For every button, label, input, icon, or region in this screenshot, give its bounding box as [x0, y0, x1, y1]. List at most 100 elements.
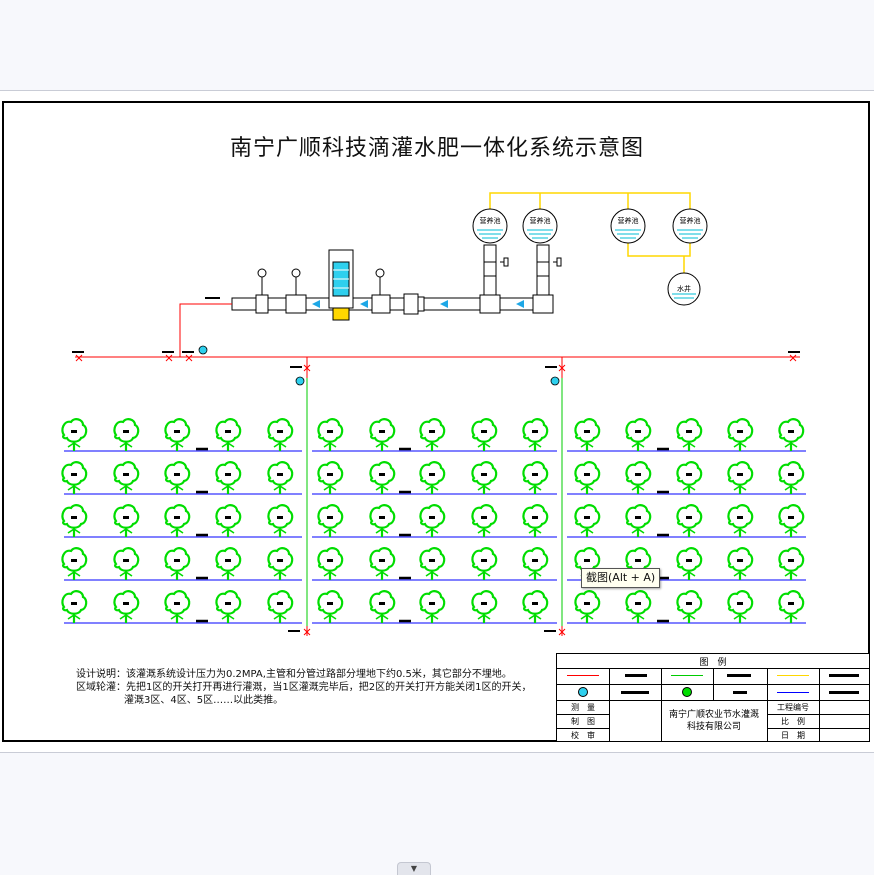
rotation-note-label: 区域轮灌： — [76, 682, 126, 693]
air-valves — [198, 345, 560, 386]
well-label: 水井 — [677, 284, 691, 293]
tree-icon — [676, 590, 703, 623]
tree-icon — [61, 590, 88, 623]
tree-icon — [574, 461, 601, 494]
tree-icon — [369, 418, 396, 451]
tree-rows — [61, 418, 805, 623]
tree-icon — [419, 504, 446, 537]
scroll-down-button[interactable]: ▼ — [397, 862, 431, 875]
tree-icon — [419, 461, 446, 494]
tank-label-1: 营养池 — [480, 216, 501, 225]
company-line-2: 科技有限公司 — [686, 722, 741, 732]
header-pipe — [231, 244, 551, 311]
tree-icon — [267, 504, 294, 537]
tree-icon — [113, 547, 140, 580]
tree-icon — [522, 547, 549, 580]
page-title: 南宁广顺科技滴灌水肥一体化系统示意图 — [229, 136, 644, 161]
flow-arrows — [312, 300, 524, 308]
tree-icon — [215, 504, 242, 537]
well — [667, 272, 701, 306]
tank-label-2: 营养池 — [530, 216, 551, 225]
tree-icon — [471, 547, 498, 580]
legend-main-pipe-symbol — [567, 675, 599, 676]
tree-icon — [215, 590, 242, 623]
project-no-label: 工程编号 — [777, 702, 809, 712]
tree-icon — [574, 504, 601, 537]
tree-icon — [369, 504, 396, 537]
tree-icon — [317, 504, 344, 537]
tree-icon — [317, 590, 344, 623]
draw-label: 制 图 — [571, 716, 595, 726]
legend-text-bar — [829, 674, 859, 677]
tree-icon — [727, 547, 754, 580]
tree-icon — [522, 504, 549, 537]
tree-icon — [778, 504, 805, 537]
company-name: 南宁广顺农业节水灌溉 科技有限公司 — [661, 700, 767, 742]
legend-header: 图 例 — [699, 657, 727, 668]
tree-icon — [164, 590, 191, 623]
tree-icon — [164, 504, 191, 537]
tree-icon — [471, 418, 498, 451]
survey-label: 测 量 — [571, 702, 595, 712]
tree-icon — [625, 418, 652, 451]
legend-text-bar — [625, 674, 647, 677]
tree-icon — [778, 547, 805, 580]
tree-icon — [419, 418, 446, 451]
nutrient-tanks — [472, 208, 708, 306]
submains — [306, 378, 563, 626]
tree-icon — [778, 590, 805, 623]
tree-icon — [61, 418, 88, 451]
tree-icon — [676, 461, 703, 494]
tree-icon — [727, 418, 754, 451]
scale-label: 比 例 — [781, 716, 805, 726]
tree-icon — [164, 418, 191, 451]
chevron-down-icon: ▼ — [410, 864, 418, 873]
tank-1 — [472, 208, 508, 244]
legend-text-bar — [733, 691, 747, 694]
tree-icon — [727, 504, 754, 537]
legend-fert-pipe-symbol — [777, 675, 809, 676]
tree-icon — [267, 590, 294, 623]
tree-icon — [164, 461, 191, 494]
legend-lateral-symbol — [777, 692, 809, 693]
tree-icon — [727, 590, 754, 623]
tree-icon — [215, 547, 242, 580]
tree-icon — [625, 504, 652, 537]
pipe-fittings — [255, 261, 554, 315]
tank-3 — [610, 208, 646, 244]
tree-icon — [317, 547, 344, 580]
legend-air-valve-icon — [578, 687, 588, 697]
tree-icon — [574, 418, 601, 451]
tank-label-3: 营养池 — [618, 216, 639, 225]
tree-icon — [61, 547, 88, 580]
check-label: 校 审 — [571, 730, 595, 740]
legend-text-bar — [621, 691, 649, 694]
tree-icon — [778, 418, 805, 451]
rotation-note-text-1: 先把1区的开关打开再进行灌溉，当1区灌溉完毕后，把2区的开关打开方能关闭1区的开… — [126, 682, 532, 693]
tree-icon — [61, 504, 88, 537]
tree-icon — [676, 418, 703, 451]
tree-icon — [215, 418, 242, 451]
tree-icon — [164, 547, 191, 580]
tree-icon — [369, 590, 396, 623]
legend-submain-symbol — [671, 675, 703, 676]
tree-icon — [471, 461, 498, 494]
tree-icon — [778, 461, 805, 494]
date-label: 日 期 — [781, 730, 805, 740]
tree-icon — [522, 418, 549, 451]
tree-icon — [369, 461, 396, 494]
valve-crosses — [75, 354, 797, 636]
tree-icon — [113, 418, 140, 451]
filter-unit — [328, 249, 354, 321]
tree-icon — [113, 504, 140, 537]
yellow-feed-lines — [489, 192, 691, 275]
design-note-text: 该灌溉系统设计压力为0.2MPA,主管和分管过路部分埋地下约0.5米，其它部分不… — [126, 669, 512, 680]
tree-icon — [522, 461, 549, 494]
tree-icon — [471, 590, 498, 623]
tree-icon — [522, 590, 549, 623]
tree-icon — [267, 547, 294, 580]
tree-icon — [61, 461, 88, 494]
tree-icon — [574, 590, 601, 623]
design-notes: 设计说明：该灌溉系统设计压力为0.2MPA,主管和分管过路部分埋地下约0.5米，… — [76, 668, 531, 707]
